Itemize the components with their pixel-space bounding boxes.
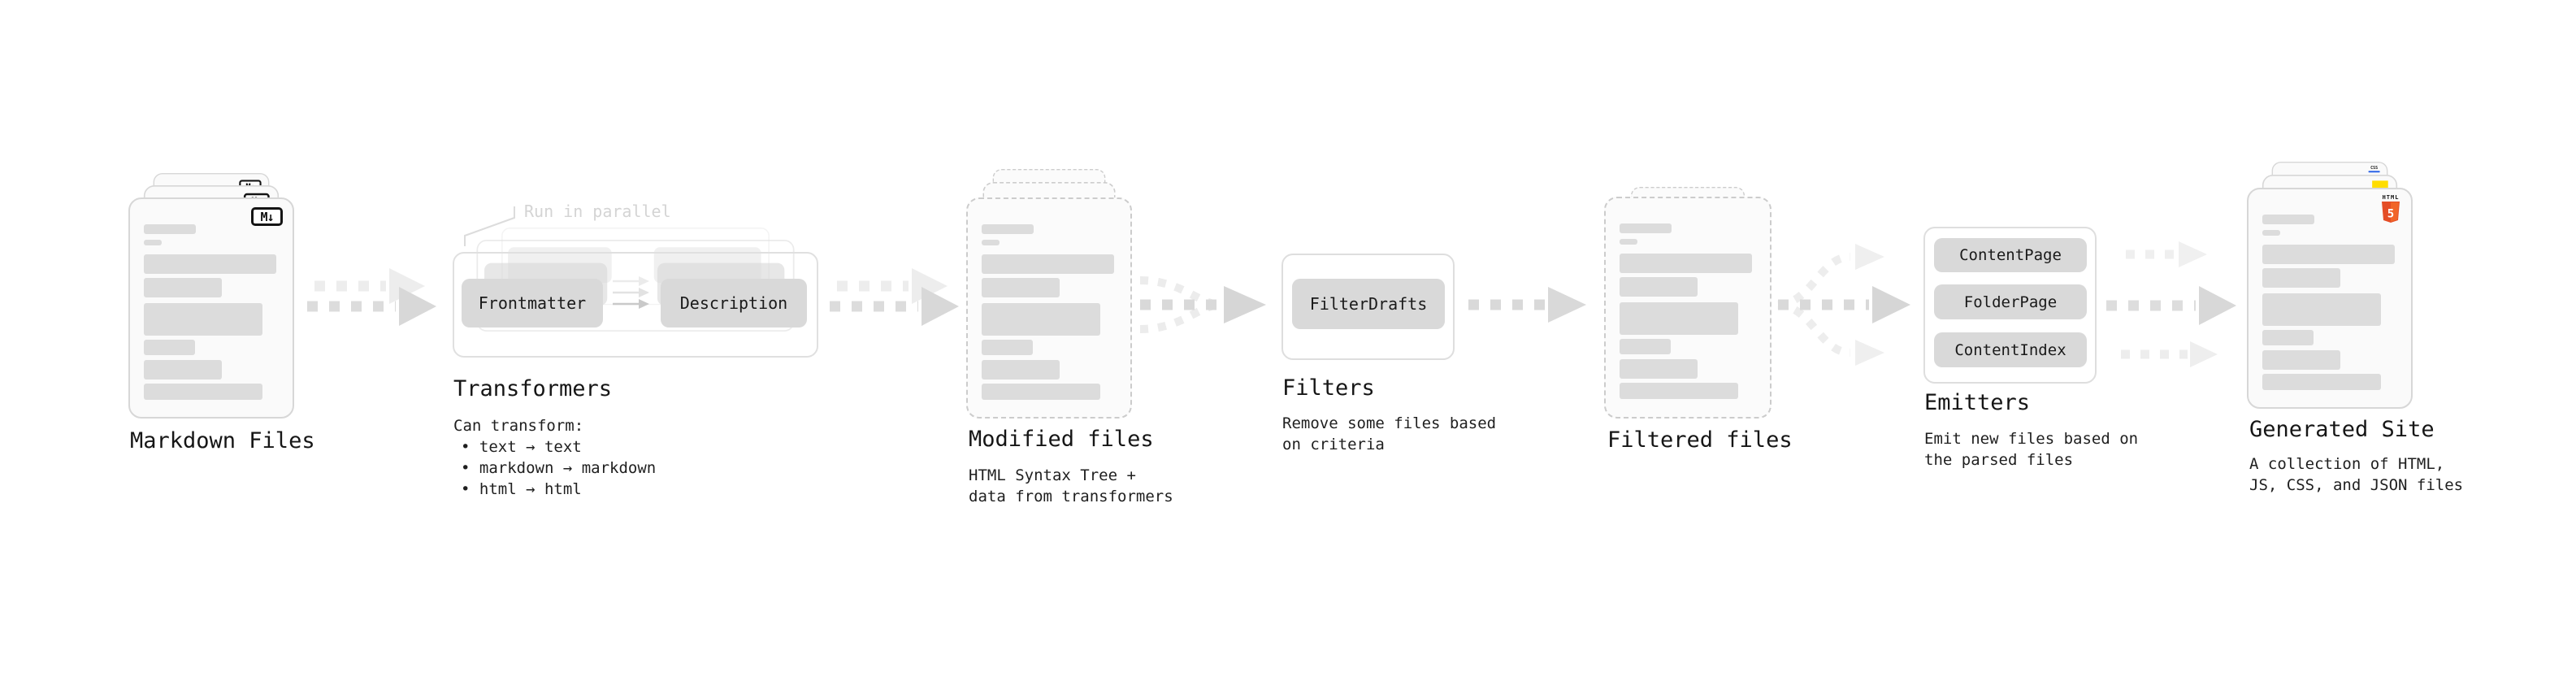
placeholder-line	[982, 224, 1034, 234]
placeholder-line	[2262, 350, 2340, 370]
transformer-box	[453, 252, 818, 358]
js-badge-icon	[2372, 180, 2388, 189]
description-line: A collection of HTML,	[2249, 455, 2445, 473]
stage-description: HTML Syntax Tree + data from transformer…	[969, 465, 1173, 507]
stage-title-generated-site: Generated Site	[2249, 417, 2435, 442]
placeholder-line	[1620, 302, 1738, 335]
placeholder-line	[1620, 383, 1738, 399]
placeholder-line	[982, 240, 1000, 245]
flow-arrow-icon	[1468, 287, 1586, 323]
placeholder-line	[144, 303, 262, 336]
placeholder-line	[144, 360, 222, 380]
stage-description: Can transform: • text → text • markdown …	[453, 415, 656, 500]
placeholder-line	[982, 303, 1100, 336]
placeholder-line	[982, 254, 1114, 274]
parallel-arrows-icon	[613, 276, 649, 309]
description-line: • markdown → markdown	[461, 459, 657, 477]
description-line: JS, CSS, and JSON files	[2249, 476, 2464, 494]
placeholder-line	[1620, 277, 1698, 297]
merge-arrow-icon	[1139, 276, 1266, 333]
description-line: Emit new files based on	[1924, 430, 2139, 448]
filter-drafts-node: FilterDrafts	[1292, 279, 1445, 329]
description-line: • text → text	[461, 438, 582, 456]
placeholder-line	[2262, 293, 2381, 326]
emit-arrows-icon	[2106, 241, 2236, 367]
placeholder-line	[1620, 223, 1672, 233]
description-line: • html → html	[461, 480, 582, 498]
transformer-layer-front: Frontmatter Description	[453, 252, 818, 358]
css-badge-bar	[2368, 171, 2380, 173]
markdown-file-card: M↓	[128, 197, 294, 419]
placeholder-line	[2262, 215, 2314, 224]
run-in-parallel-note: Run in parallel	[524, 202, 671, 221]
content-index-node: ContentIndex	[1934, 332, 2087, 367]
placeholder-line	[1620, 254, 1752, 273]
content-page-node: ContentPage	[1934, 238, 2087, 272]
placeholder-line	[144, 278, 222, 297]
flow-arrow-icon	[830, 268, 959, 326]
placeholder-line	[1620, 359, 1698, 379]
markdown-icon: M↓	[251, 207, 283, 226]
fanout-arrow-icon	[1777, 244, 1910, 366]
stage-title-emitters: Emitters	[1924, 390, 2031, 415]
frontmatter-node: Frontmatter	[462, 279, 603, 327]
flow-arrow-icon	[307, 268, 436, 326]
description-line: HTML Syntax Tree +	[969, 466, 1136, 484]
filtered-file-card	[1604, 197, 1772, 419]
placeholder-line	[2262, 374, 2381, 390]
placeholder-line	[1620, 239, 1637, 245]
placeholder-line	[982, 384, 1100, 400]
placeholder-line	[1620, 339, 1671, 354]
placeholder-line	[144, 384, 262, 400]
stage-title-markdown-files: Markdown Files	[130, 428, 315, 453]
placeholder-line	[2262, 230, 2280, 236]
description-line: the parsed files	[1924, 451, 2074, 469]
css-badge-icon: CSS	[2368, 165, 2380, 173]
generated-file-card: HTML 5	[2247, 188, 2413, 409]
description-line: on criteria	[1282, 436, 1385, 453]
placeholder-line	[144, 340, 195, 355]
svg-text:5: 5	[2387, 208, 2394, 221]
folder-page-node: FolderPage	[1934, 284, 2087, 319]
description-line: Remove some files based	[1282, 414, 1497, 432]
stage-title-filters: Filters	[1282, 375, 1375, 401]
placeholder-line	[2262, 245, 2395, 264]
description-line: data from transformers	[969, 488, 1173, 505]
html5-shield: 5	[2382, 202, 2400, 223]
modified-file-card	[966, 197, 1132, 419]
stage-description: Emit new files based on the parsed files	[1924, 428, 2138, 471]
stage-description: A collection of HTML, JS, CSS, and JSON …	[2249, 453, 2463, 496]
placeholder-line	[2262, 330, 2314, 345]
description-node: Description	[661, 279, 807, 327]
placeholder-line	[144, 254, 276, 274]
placeholder-line	[982, 360, 1060, 380]
html5-label: HTML	[2382, 194, 2400, 201]
leader-line	[464, 206, 515, 246]
stage-title-modified-files: Modified files	[969, 427, 1154, 452]
description-line: Can transform:	[453, 417, 584, 435]
stage-title-transformers: Transformers	[453, 376, 613, 401]
css-badge-label: CSS	[2370, 165, 2379, 171]
stage-title-filtered-files: Filtered files	[1607, 427, 1793, 453]
placeholder-line	[982, 340, 1033, 355]
stage-description: Remove some files based on criteria	[1282, 413, 1496, 455]
html5-icon: HTML 5	[2381, 194, 2400, 226]
placeholder-line	[144, 224, 196, 234]
placeholder-line	[2262, 268, 2340, 288]
placeholder-line	[982, 278, 1060, 297]
placeholder-line	[144, 240, 162, 245]
